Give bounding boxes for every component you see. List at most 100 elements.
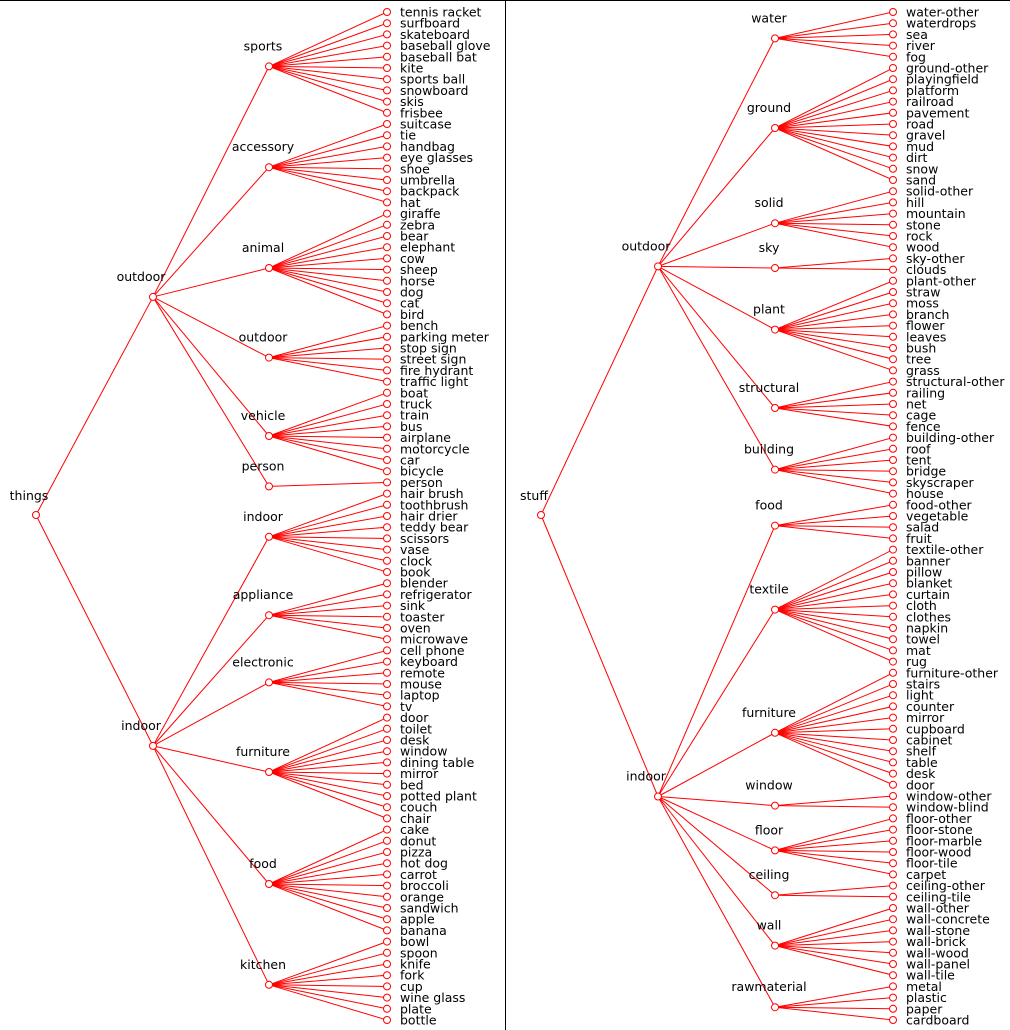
leaf-label-fork: fork [400,968,425,983]
leaf-node-tent [889,456,897,464]
leaf-label-floor-wood: floor-wood [906,845,971,860]
leaf-node-net [889,400,897,408]
leaf-node-branch [889,310,897,319]
edge-furniture-leaf [774,732,894,786]
leaf-node-railroad [889,97,897,106]
edge-sports-leaf [268,65,388,114]
leaf-label-leaves: leaves [906,329,946,344]
edge-sports-leaf [268,65,388,80]
subcategory-label-electronic: electronic [232,654,294,669]
leaf-label-skateboard: skateboard [400,27,470,42]
leaf-node-ceiling-other [889,881,897,890]
subcategory-node-ceiling [771,891,779,900]
leaf-label-window-blind: window-blind [906,800,989,815]
edge-ground-leaf [774,127,894,181]
group-label-outdoor: outdoor [117,269,167,284]
edge-ground-leaf [774,112,894,129]
leaf-node-book [383,568,391,576]
subcategory-node-textile [771,605,779,614]
edge-kitchen-leaf [268,963,388,986]
subcategory-label-wall: wall [757,918,782,933]
edge-indoor-leaf [268,536,388,562]
leaf-label-platform: platform [906,83,959,98]
leaf-node-wall-other [889,904,897,912]
edge-furniture-leaf [268,771,388,819]
edge-furniture-leaf [774,683,894,734]
leaf-label-wall-tile: wall-tile [906,968,955,983]
edge-indoor-subcategory [152,536,270,747]
leaf-label-gravel: gravel [906,128,945,143]
edge-appliance-leaf [268,593,388,616]
leaf-label-hair-drier: hair drier [400,509,458,524]
leaf-node-towel [889,635,897,644]
subcategory-label-plant: plant [753,302,785,317]
edge-building-leaf [774,459,894,471]
subcategory-label-person: person [242,458,285,473]
edge-indoor-leaf [268,515,388,538]
edge-outdoor-leaf [268,325,388,359]
leaf-label-toilet: toilet [400,721,432,736]
edge-outdoor-leaf [268,357,388,383]
leaf-label-hot-dog: hot dog [400,856,448,871]
subcategory-label-window: window [745,778,792,793]
leaf-label-cabinet: cabinet [906,733,953,748]
edge-sports-leaf [268,65,388,69]
leaf-node-tie [383,131,391,140]
leaf-label-house: house [906,486,944,501]
subcategory-node-plant [771,325,779,334]
leaf-node-salad [889,523,897,532]
leaf-node-carrot [383,870,391,879]
leaf-node-bear [383,232,391,240]
subcategory-node-rawmaterial [771,1003,779,1012]
leaf-label-carpet: carpet [906,867,946,882]
leaf-node-mirror [889,713,897,722]
leaf-node-dog [383,288,391,296]
leaf-label-road: road [906,117,934,132]
leaf-node-hot-dog [383,859,391,868]
leaf-label-sea: sea [906,27,928,42]
edge-animal-leaf [268,267,388,282]
edge-ground-leaf [774,123,894,129]
edge-furniture-leaf [774,732,894,752]
edge-indoor-subcategory [657,796,776,851]
leaf-label-curtain: curtain [906,587,950,602]
edge-animal-leaf [268,257,388,269]
edge-root-group [540,266,659,516]
edge-root-group [35,296,154,516]
group-label-outdoor: outdoor [622,238,672,253]
leaf-label-railroad: railroad [906,94,954,109]
edge-water-leaf [774,37,894,47]
leaf-node-person [383,478,391,487]
leaf-label-banner: banner [906,553,951,568]
leaf-node-snow [889,164,897,173]
leaf-label-paper: paper [906,1001,943,1016]
edge-floor-leaf [774,829,894,851]
leaf-label-floor-stone: floor-stone [906,822,973,837]
leaf-node-handbag [383,142,391,151]
leaf-node-door [889,780,897,789]
leaf-node-platform [889,86,897,95]
edge-electronic-leaf [268,681,388,707]
leaf-label-elephant: elephant [400,240,455,255]
edge-vehicle-leaf [268,403,388,437]
edge-kitchen-leaf [268,984,388,1021]
edge-ground-leaf [774,67,894,129]
leaf-node-water-other [889,8,897,16]
subcategory-node-animal [265,264,273,272]
leaf-node-backpack [383,187,391,196]
subcategory-label-outdoor: outdoor [239,330,289,345]
leaf-label-salad: salad [906,520,939,535]
edge-ground-leaf [774,78,894,129]
leaf-label-vase: vase [400,542,430,557]
leaf-node-orange [383,892,391,901]
edge-rawmaterial-leaf [774,1006,894,1010]
subcategory-label-indoor: indoor [243,509,284,524]
subcategory-label-kitchen: kitchen [240,957,286,972]
leaf-label-tent: tent [906,453,932,468]
leaf-node-plant-other [889,276,897,285]
root-label-things: things [10,488,49,503]
edge-sports-leaf [268,33,388,67]
leaf-node-wood [889,243,897,252]
subcategory-node-outdoor [265,353,273,362]
edge-indoor-subcategory [152,681,270,747]
